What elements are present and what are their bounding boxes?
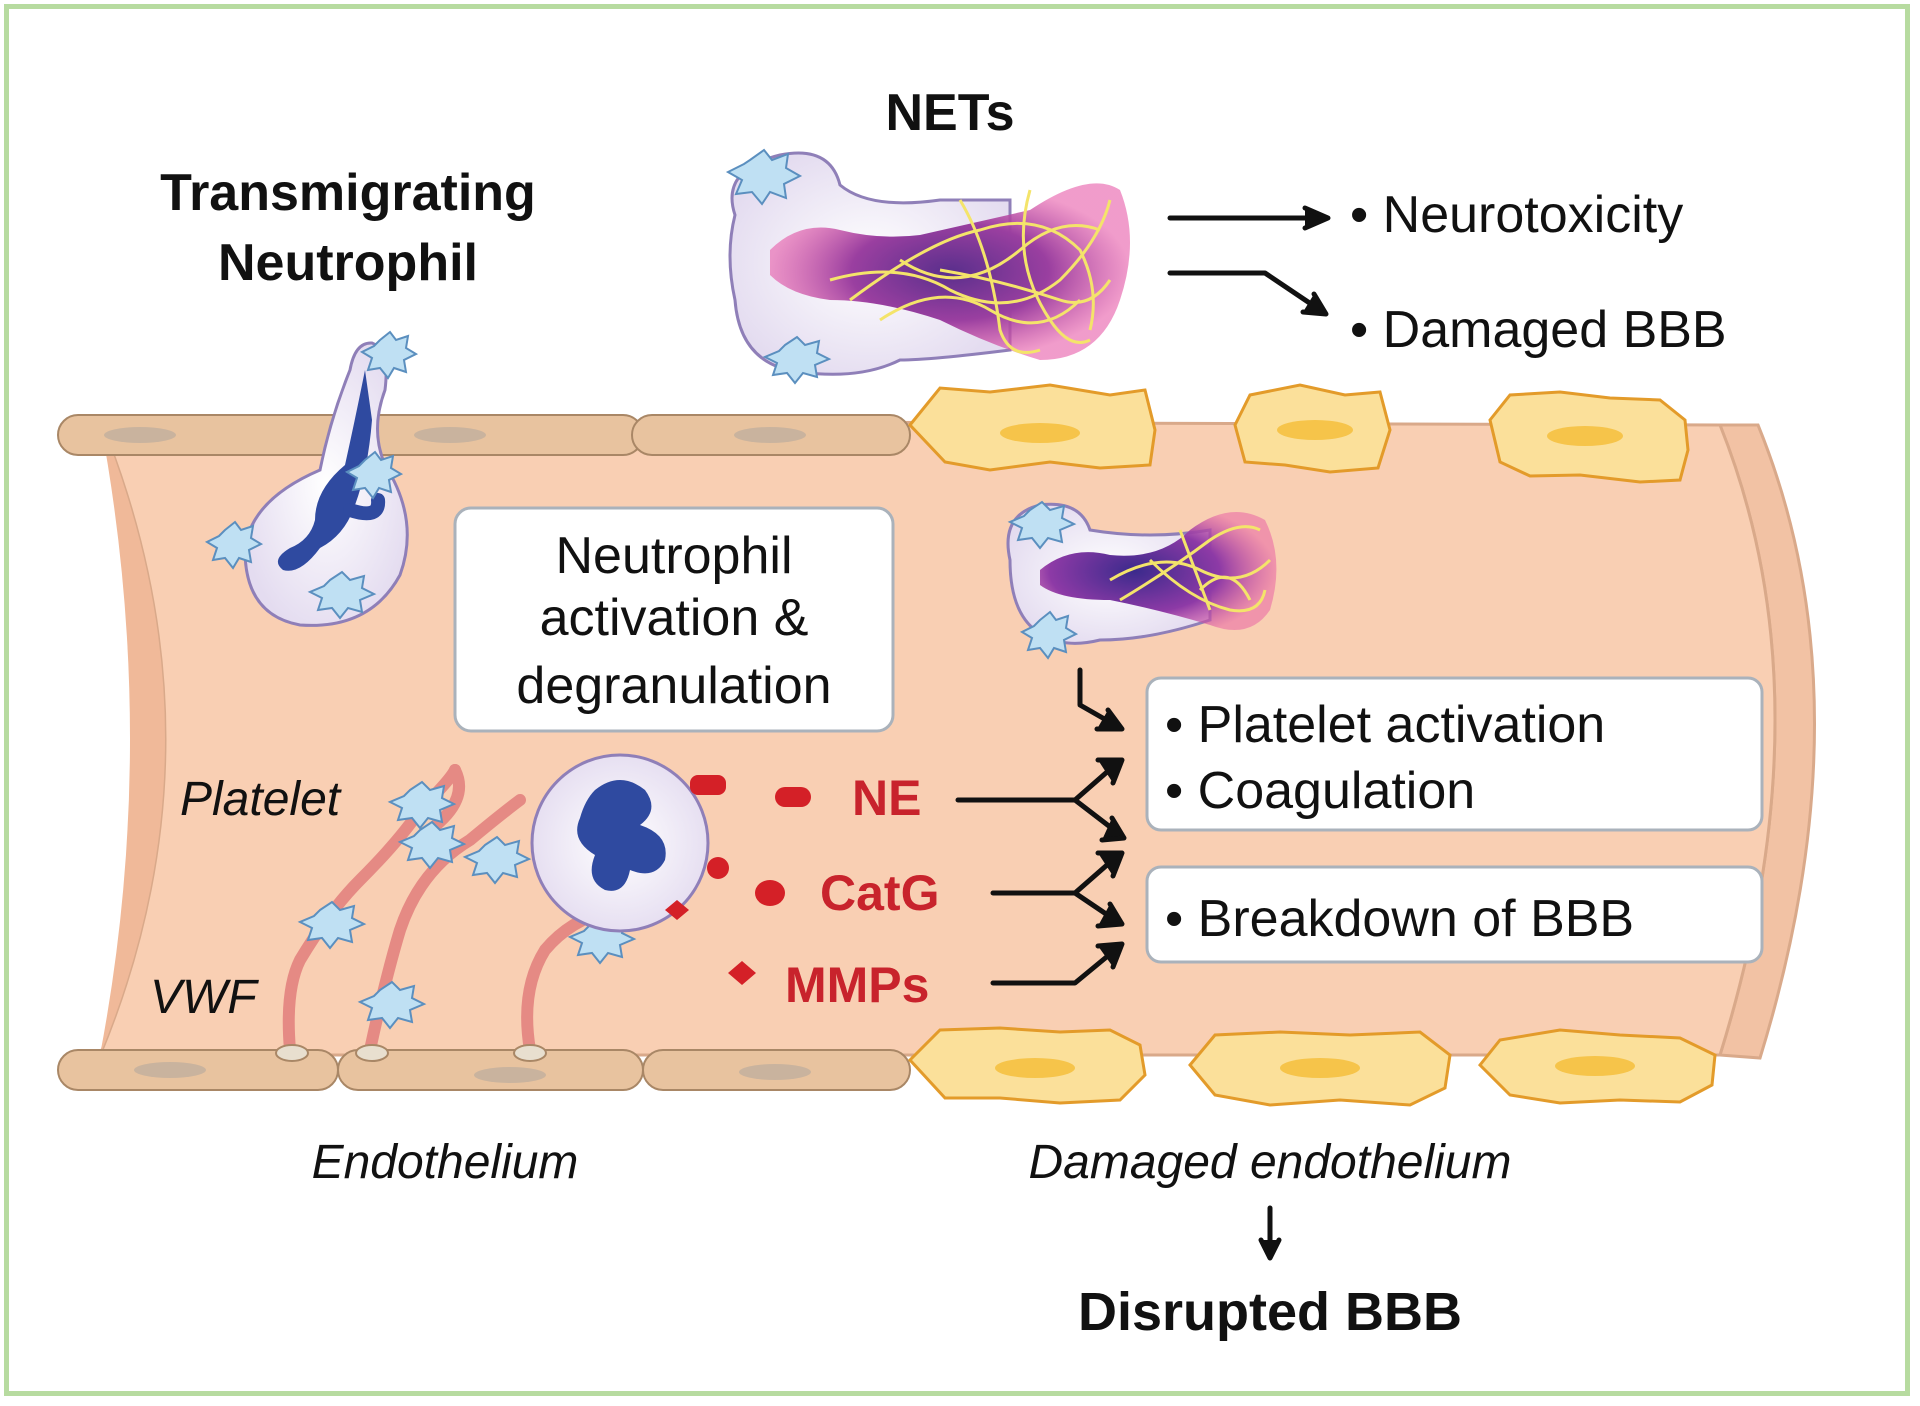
transmigrating-neutrophil-platelets [204, 330, 419, 620]
disrupted-bbb-label: Disrupted BBB [1078, 1282, 1462, 1342]
platelet-activation-label: • Platelet activation [1165, 696, 1605, 754]
healthy-endothelial-cells-bottom [57, 1049, 911, 1091]
vwf-platelets [297, 780, 637, 1030]
damaged-endothelial-cells-top [908, 383, 1690, 484]
platelet-activation-box [1145, 676, 1764, 832]
arrows [955, 205, 1331, 1261]
activation-line-1: Neutrophil [555, 527, 792, 585]
damaged-bbb-label: • Damaged BBB [1350, 301, 1727, 359]
coagulation-label: • Coagulation [1165, 762, 1475, 820]
catg-label: CatG [820, 865, 939, 921]
platelet-label: Platelet [180, 773, 342, 826]
activation-line-3: degranulation [516, 657, 831, 715]
granules [665, 775, 811, 985]
breakdown-box [1145, 865, 1764, 964]
breakdown-label: • Breakdown of BBB [1165, 890, 1634, 948]
damaged-endothelium-label: Damaged endothelium [1029, 1136, 1512, 1189]
nets-title: NETs [885, 84, 1014, 142]
net-top [728, 151, 1130, 376]
figure-border [4, 4, 1910, 1396]
healthy-endothelial-cells-top [57, 414, 911, 456]
net-top-platelets [725, 148, 832, 385]
vwf-anchors [275, 1044, 547, 1062]
endothelium-label: Endothelium [312, 1136, 579, 1189]
mmps-label: MMPs [785, 957, 929, 1013]
net-vessel-platelets [1007, 500, 1079, 660]
degranulating-neutrophil [530, 753, 710, 933]
ne-label: NE [852, 770, 921, 826]
transmigrating-title: Transmigrating [160, 164, 536, 222]
neurotoxicity-label: • Neurotoxicity [1350, 186, 1683, 244]
neutrophil-title: Neutrophil [218, 234, 478, 292]
vwf-label: VWF [150, 971, 259, 1024]
damaged-endothelial-cells-bottom [907, 1026, 1717, 1107]
activation-box [453, 506, 895, 733]
activation-line-2: activation & [540, 589, 809, 647]
